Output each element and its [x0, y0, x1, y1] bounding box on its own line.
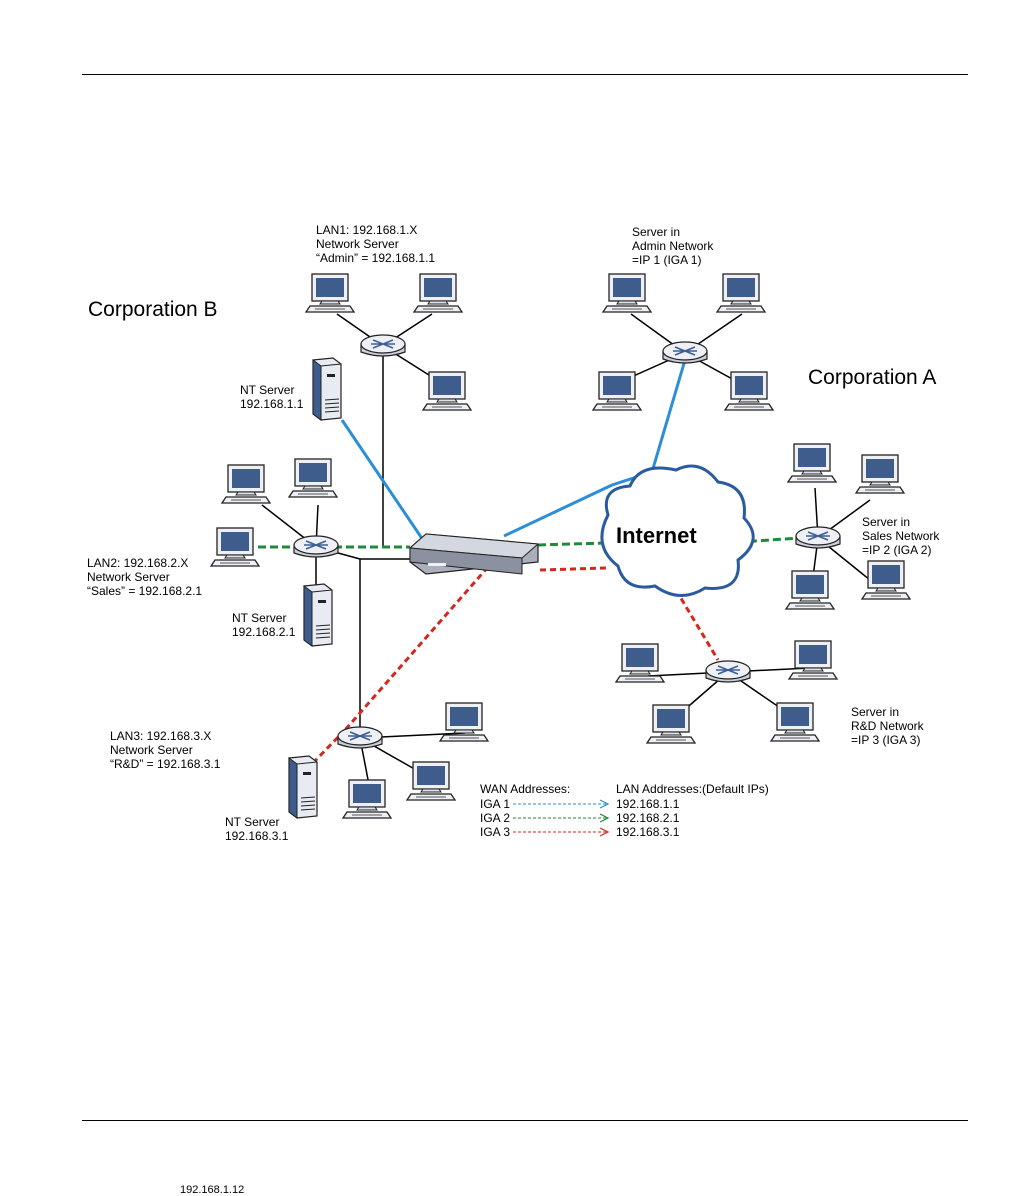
nt3-line1: NT Server [225, 815, 279, 829]
computer-icon-admin-d [724, 371, 774, 411]
lan1-line2: Network Server [316, 237, 399, 251]
router-icon-admin [662, 341, 708, 364]
computer-icon-rnd-b [788, 640, 838, 680]
internet-cloud [600, 464, 755, 597]
sales-server-label: Server in Sales Network =IP 2 (IGA 2) [862, 515, 940, 557]
sales-line3: =IP 2 (IGA 2) [862, 543, 931, 557]
computer-icon-lan3-a [439, 702, 489, 742]
lan2-line1: LAN2: 192.168.2.X [87, 556, 188, 570]
legend-lan-iga1: 192.168.1.1 [616, 797, 680, 811]
iga3-links [310, 566, 720, 766]
computer-icon-lan3-b [406, 761, 456, 801]
legend-wan-iga1: IGA 1 [480, 797, 510, 811]
lan3-line2: Network Server [110, 743, 193, 757]
lan2-line3: “Sales” = 192.168.2.1 [87, 584, 202, 598]
arrow-head-icon [599, 813, 610, 823]
admin-server-label: Server in Admin Network =IP 1 (IGA 1) [632, 225, 714, 267]
computer-icon-admin-b [716, 273, 766, 313]
server-tower-icon-nt1 [312, 357, 342, 421]
router-icon-lan1 [360, 334, 406, 357]
sales-line1: Server in [862, 515, 910, 529]
corporation-b-title: Corporation B [88, 298, 218, 321]
legend-lan-header: LAN Addresses:(Default IPs) [616, 782, 769, 796]
lan3-line3: “R&D” = 192.168.3.1 [110, 757, 221, 771]
nt3-label: NT Server 192.168.3.1 [225, 815, 289, 843]
corporation-a-title: Corporation A [808, 366, 936, 389]
gateway-device [408, 533, 540, 575]
arrow-head-icon [599, 827, 610, 837]
header-rule [82, 74, 968, 75]
router-icon-rnd [705, 660, 751, 683]
legend-wan-iga2: IGA 2 [480, 811, 510, 825]
nt2-line1: NT Server [232, 611, 286, 625]
footer-rule [82, 1120, 968, 1121]
lan2-label: LAN2: 192.168.2.X Network Server “Sales”… [87, 556, 202, 598]
lan3-line1: LAN3: 192.168.3.X [110, 729, 211, 743]
nt3-line2: 192.168.3.1 [225, 829, 289, 843]
lan3-label: LAN3: 192.168.3.X Network Server “R&D” =… [110, 729, 221, 771]
computer-icon-rnd-d [770, 702, 820, 742]
admin-line1: Server in [632, 225, 680, 239]
admin-line2: Admin Network [632, 239, 714, 253]
legend-wan-header: WAN Addresses: [480, 782, 570, 796]
rnd-server-label: Server in R&D Network =IP 3 (IGA 3) [851, 705, 925, 747]
nt1-line1: NT Server [240, 383, 294, 397]
computer-icon-sales-d [785, 570, 835, 610]
computer-icon-lan2-b [288, 458, 338, 498]
router-icon-lan2 [293, 535, 339, 558]
lan2-line2: Network Server [87, 570, 170, 584]
lan1-line3: “Admin” = 192.168.1.1 [316, 251, 435, 265]
server-tower-icon-nt2 [303, 583, 333, 647]
internet-label: Internet [616, 523, 697, 548]
address-legend: WAN Addresses: LAN Addresses:(Default IP… [480, 782, 769, 839]
rnd-line3: =IP 3 (IGA 3) [851, 733, 920, 747]
computer-icon-lan1-a [305, 273, 355, 313]
computer-icon-lan3-c [342, 779, 392, 819]
footer-fragment: 192.168.1.12 [180, 1184, 245, 1196]
legend-wan-iga3: IGA 3 [480, 825, 510, 839]
computer-icon-admin-a [602, 273, 652, 313]
router-icon-sales [795, 526, 841, 549]
computer-icon-lan2-c [210, 527, 260, 567]
computer-icon-rnd-a [615, 643, 665, 683]
sales-line2: Sales Network [862, 529, 940, 543]
nt1-label: NT Server 192.168.1.1 [240, 383, 304, 411]
computer-icon-lan1-c [422, 371, 472, 411]
computer-icon-sales-c [861, 560, 911, 600]
computer-icon-sales-b [855, 454, 905, 494]
legend-lan-iga2: 192.168.2.1 [616, 811, 680, 825]
nt2-line2: 192.168.2.1 [232, 625, 296, 639]
lan1-label: LAN1: 192.168.1.X Network Server “Admin”… [316, 223, 435, 265]
arrow-head-icon [599, 799, 610, 809]
computer-icon-rnd-c [646, 704, 696, 744]
legend-lan-iga3: 192.168.3.1 [616, 825, 680, 839]
rnd-line1: Server in [851, 705, 899, 719]
computer-icon-lan1-b [413, 273, 463, 313]
computer-icon-admin-c [592, 371, 642, 411]
computer-icon-sales-a [787, 443, 837, 483]
router-icon-lan3 [337, 726, 383, 749]
server-tower-icon-nt3 [288, 755, 318, 819]
nt2-label: NT Server 192.168.2.1 [232, 611, 296, 639]
rnd-line2: R&D Network [851, 719, 925, 733]
lan1-line1: LAN1: 192.168.1.X [316, 223, 417, 237]
computer-icon-lan2-a [221, 464, 271, 504]
admin-line3: =IP 1 (IGA 1) [632, 253, 701, 267]
nt1-line2: 192.168.1.1 [240, 397, 304, 411]
